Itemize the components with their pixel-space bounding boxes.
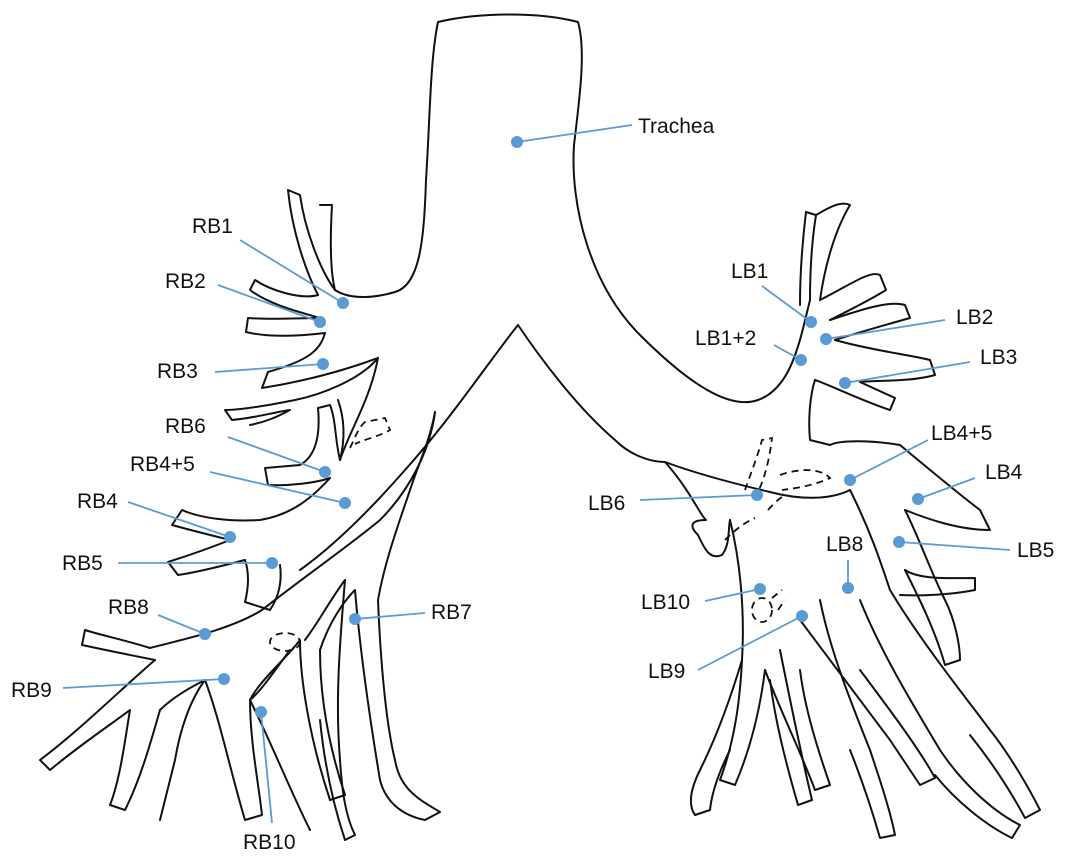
lb-lower-stem <box>720 520 765 785</box>
rb2-tip <box>246 318 325 336</box>
label-rb9: RB9 <box>11 679 52 702</box>
label-lb10: LB10 <box>641 591 690 614</box>
label-lb1: LB1 <box>731 260 768 283</box>
leader-lb2 <box>826 320 945 339</box>
leader-lb10 <box>705 589 760 601</box>
marker-lb12 <box>795 354 807 366</box>
leader-rb7 <box>355 613 425 619</box>
label-lb8: LB8 <box>826 533 863 556</box>
lb1-branch <box>800 212 816 305</box>
left-main-bronchus-inner <box>518 325 665 462</box>
label-lb4: LB4 <box>985 461 1023 484</box>
label-rb1: RB1 <box>192 215 233 238</box>
lb45-branch <box>900 445 990 530</box>
marker-lb9 <box>796 610 808 622</box>
rb9-inner <box>160 680 205 820</box>
marker-rb1 <box>337 297 349 309</box>
rb10-inner <box>250 640 345 800</box>
leader-rb2 <box>218 285 320 322</box>
dashed-lb10-seg-b <box>772 590 785 610</box>
rb-lower-mid <box>250 580 345 700</box>
marker-rb2 <box>314 316 326 328</box>
marker-lb8 <box>842 582 854 594</box>
marker-rb4 <box>224 531 236 543</box>
label-lb45: LB4+5 <box>931 422 992 445</box>
label-rb8: RB8 <box>108 596 149 619</box>
marker-rb9 <box>218 673 230 685</box>
annotation-labels: Trachea RB1 RB2 RB3 RB6 RB4+5 RB4 RB5 RB… <box>11 115 1054 854</box>
marker-lb6 <box>751 489 763 501</box>
leader-lb45 <box>850 440 928 480</box>
label-rb5: RB5 <box>62 552 103 575</box>
lb3-branch <box>815 340 935 410</box>
label-rb45: RB4+5 <box>130 453 195 476</box>
label-rb6: RB6 <box>165 415 206 438</box>
dashed-lb6-seg <box>745 438 830 492</box>
marker-lb1 <box>805 316 817 328</box>
marker-rb5 <box>266 557 278 569</box>
marker-rb7 <box>349 613 361 625</box>
label-trachea: Trachea <box>638 115 715 138</box>
label-lb3: LB3 <box>980 346 1017 369</box>
leader-rb8 <box>158 615 205 634</box>
label-lb6: LB6 <box>588 492 625 515</box>
rb3-lower <box>225 358 378 425</box>
label-rb3: RB3 <box>157 360 198 383</box>
label-rb7: RB7 <box>431 601 472 624</box>
lb2-b <box>830 304 910 340</box>
marker-lb5 <box>893 536 905 548</box>
lb6-branch <box>665 462 730 556</box>
leader-rb10 <box>261 712 272 823</box>
lb8-branch <box>800 620 935 785</box>
leader-lb6 <box>640 495 757 500</box>
marker-rb45 <box>339 497 351 509</box>
marker-rb3 <box>317 358 329 370</box>
lb3-outer <box>809 380 900 445</box>
label-lb5: LB5 <box>1017 539 1054 562</box>
rb8-branch <box>82 630 155 660</box>
marker-lb45 <box>844 474 856 486</box>
marker-lb2 <box>820 333 832 345</box>
marker-lb3 <box>839 377 851 389</box>
label-rb4: RB4 <box>77 490 118 513</box>
dashed-lb10-seg-a <box>752 598 772 622</box>
rb7-outer <box>378 412 435 600</box>
carina-outline <box>300 325 518 570</box>
leader-lb1 <box>762 286 811 322</box>
marker-rb6 <box>319 466 331 478</box>
lb8-outer <box>850 490 1040 818</box>
label-lb2: LB2 <box>956 306 993 329</box>
dashed-rb10-seg <box>270 633 300 651</box>
marker-rb10 <box>255 706 267 718</box>
label-lb12: LB1+2 <box>695 327 756 350</box>
rb45-branch <box>168 478 330 575</box>
trachea-left-wall <box>335 22 438 297</box>
rb2-branch <box>250 280 320 318</box>
label-rb10: RB10 <box>243 831 296 854</box>
lb-lower-mid <box>820 600 895 838</box>
leader-lb4 <box>918 478 975 499</box>
lb4-branch <box>905 510 960 665</box>
lb-lower-near <box>770 650 812 805</box>
leader-lb9 <box>698 616 802 670</box>
marker-lb4 <box>912 493 924 505</box>
marker-rb8 <box>199 628 211 640</box>
lb9-branch <box>765 670 830 790</box>
leader-lb5 <box>899 542 1010 550</box>
marker-lb10 <box>754 583 766 595</box>
lb10-branch <box>691 660 742 815</box>
rb10-branch <box>205 680 310 830</box>
lb-lower-far <box>860 600 1020 838</box>
lb1-upper <box>816 204 850 300</box>
rb9-branch <box>40 660 160 810</box>
marker-trachea <box>511 136 523 148</box>
label-rb2: RB2 <box>165 270 206 293</box>
label-lb9: LB9 <box>648 660 685 683</box>
